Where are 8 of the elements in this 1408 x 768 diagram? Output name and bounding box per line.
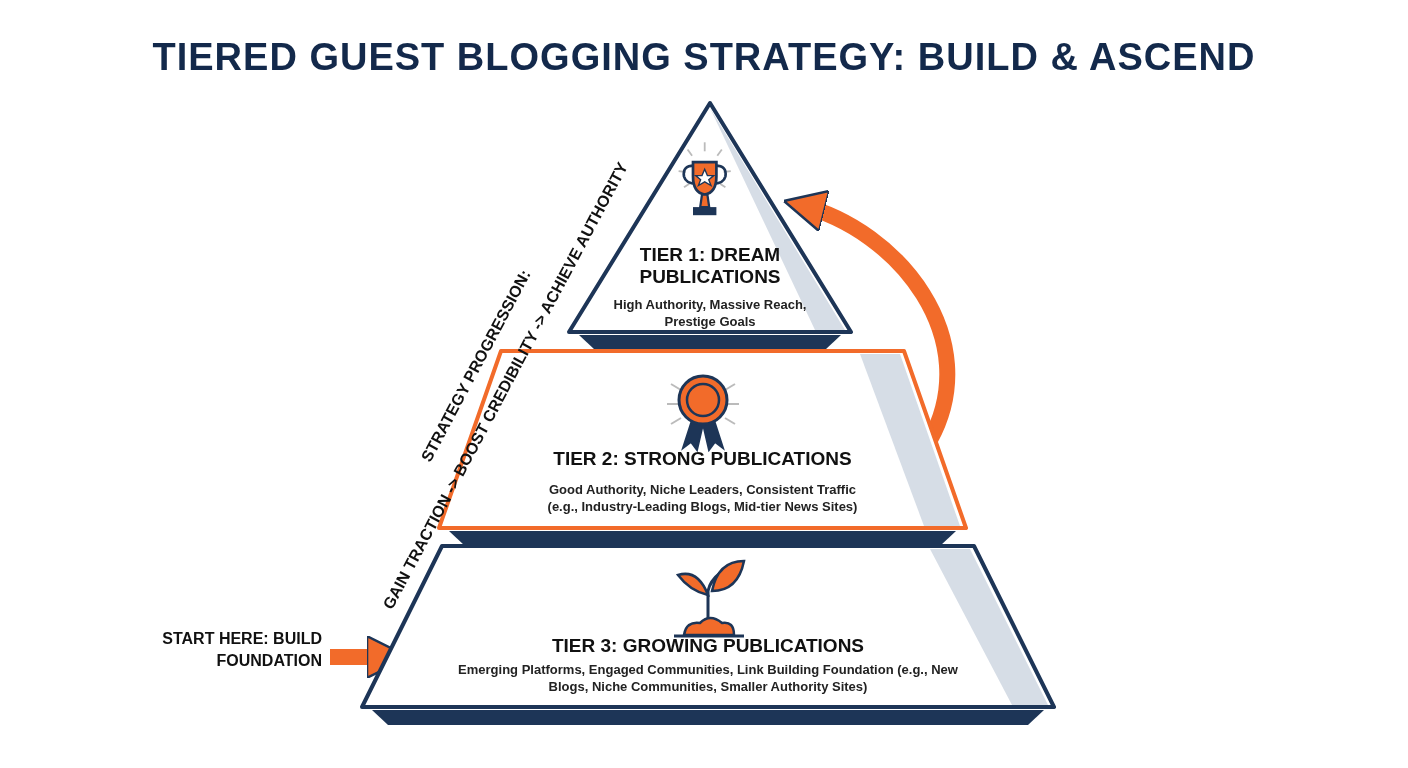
tier-heading: TIER 2: STRONG PUBLICATIONS (552, 448, 853, 470)
tier-description: Good Authority, Niche Leaders, Consistent Traffic (e.g., Industry-Leading Blogs, Mid-tier News Sites) (546, 481, 859, 515)
start-label: START HERE: BUILD FOUNDATION (100, 624, 322, 680)
tier-heading: TIER 1: DREAM PUBLICATIONS (638, 244, 782, 288)
title: TIERED GUEST BLOGGING STRATEGY: BUILD & ASCEND (151, 36, 1257, 79)
tier-description: High Authority, Massive Reach, Prestige Goals (612, 296, 808, 330)
tier-description: Emerging Platforms, Engaged Communities, Link Building Foundation (e.g., New Blogs, Niche Communities, Smaller Authority Sites) (457, 661, 959, 695)
tier-heading: TIER 3: GROWING PUBLICATIONS (550, 635, 866, 657)
